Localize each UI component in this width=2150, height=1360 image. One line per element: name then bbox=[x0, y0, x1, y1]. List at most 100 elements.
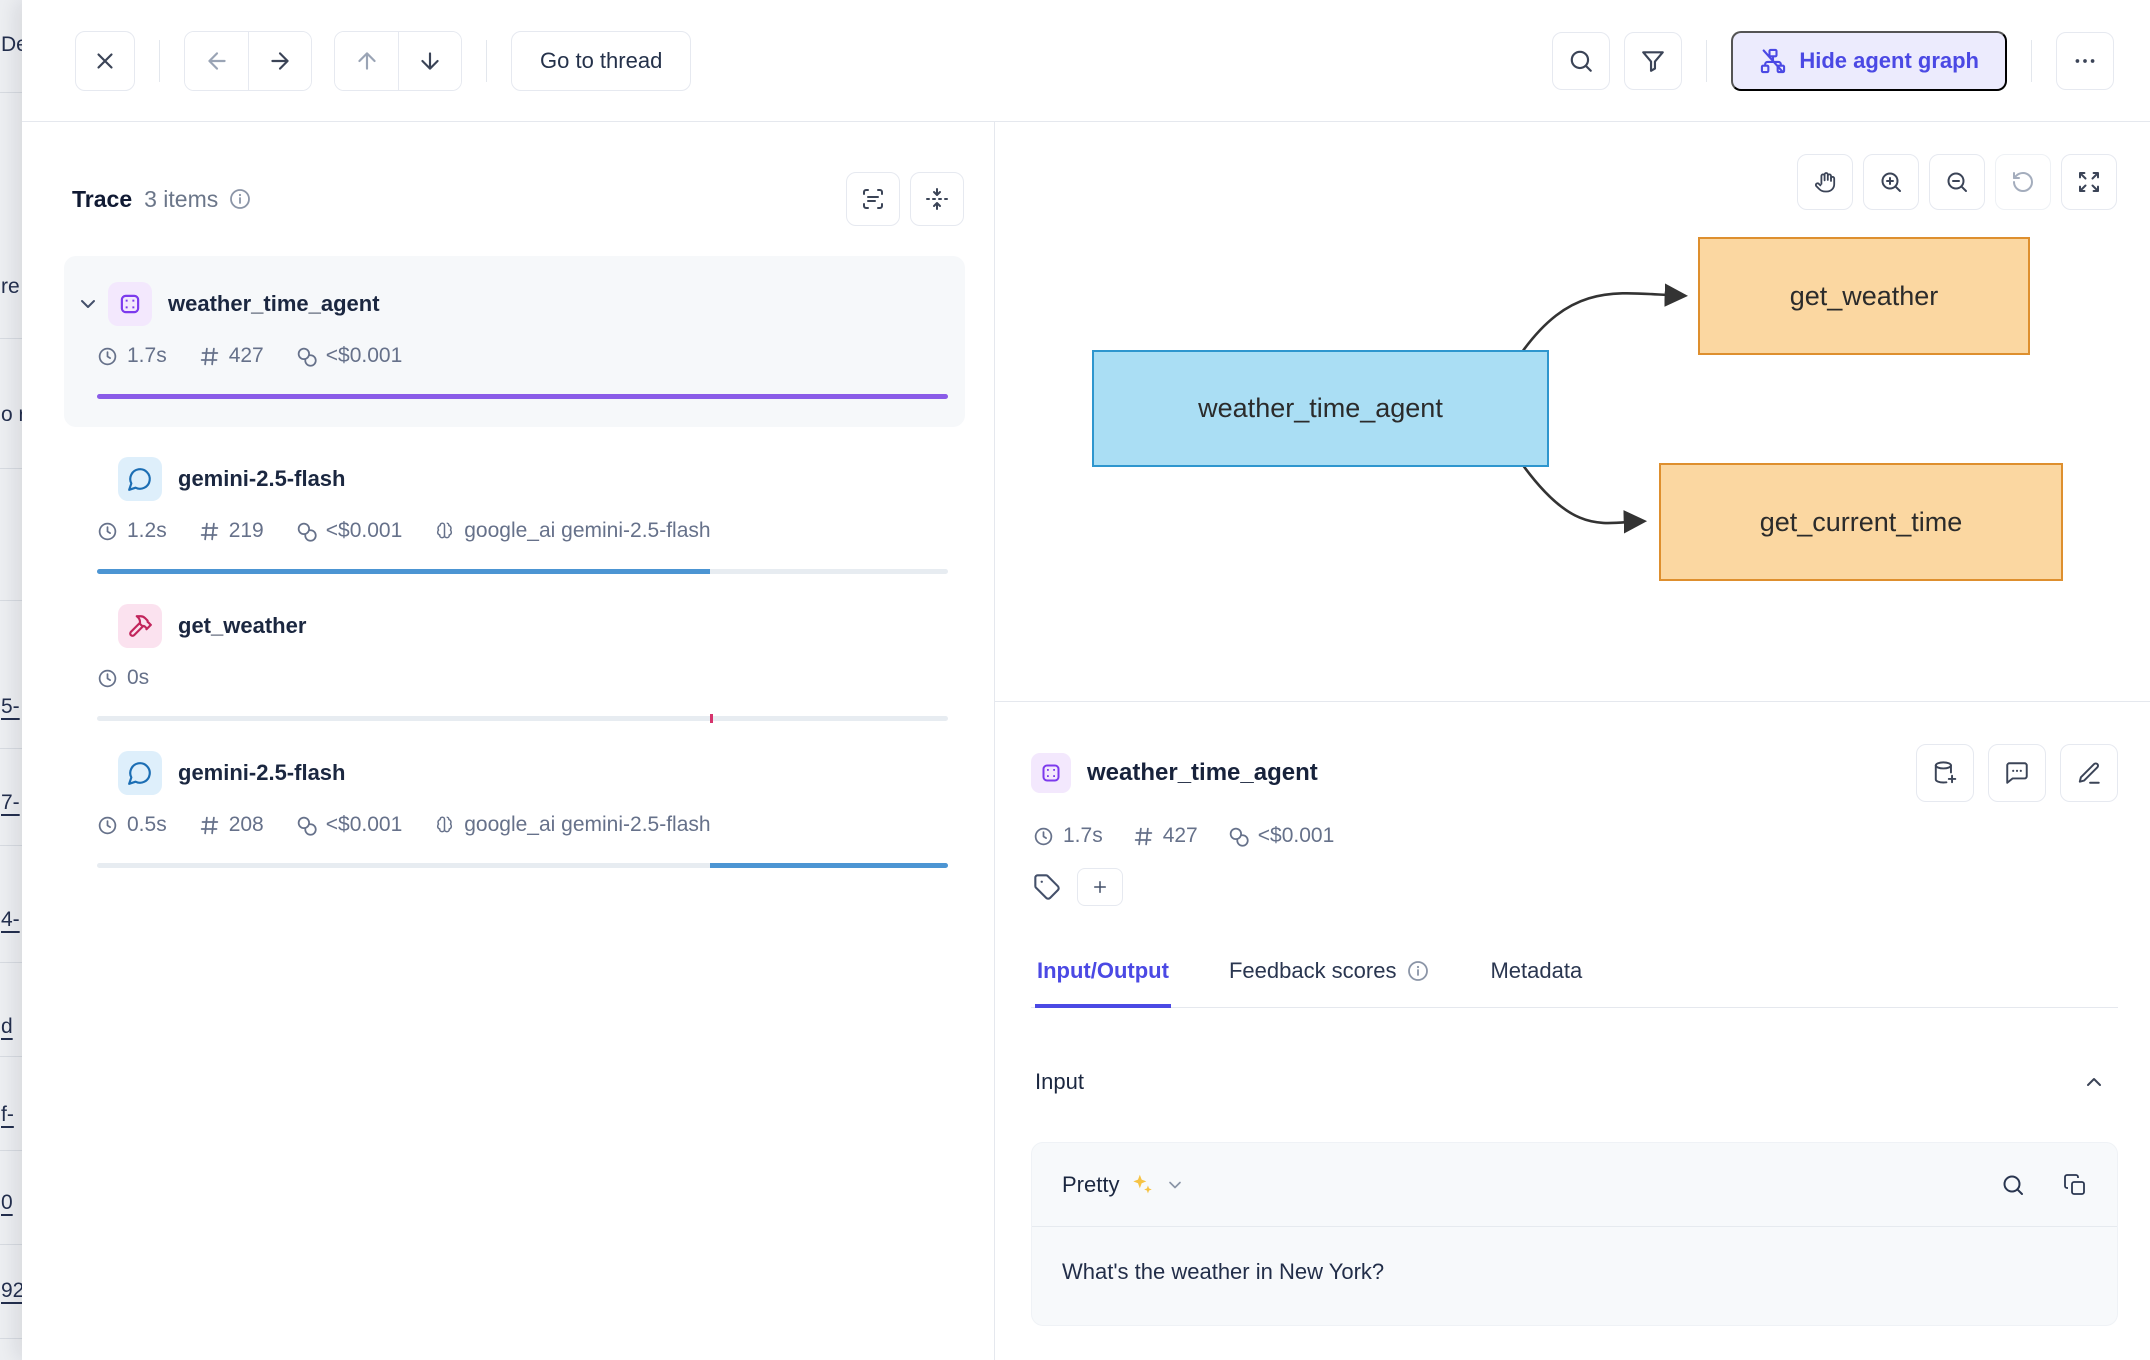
clock-icon bbox=[98, 816, 117, 834]
span-timeline-bar bbox=[97, 394, 948, 399]
zoom-out-button[interactable] bbox=[1929, 154, 1985, 210]
previous-trace-button[interactable] bbox=[185, 31, 248, 90]
node-label: get_current_time bbox=[1759, 506, 1963, 537]
cost-icon bbox=[1229, 827, 1249, 847]
node-label: get_weather bbox=[1789, 280, 1939, 311]
span-name: get_weather bbox=[178, 613, 307, 638]
chevron-down-icon[interactable] bbox=[76, 292, 100, 316]
span-timeline-bar bbox=[97, 714, 948, 723]
tree-span-gemini-flash-1[interactable]: gemini-2.5-flash 1.2s 219 <$0.001 google… bbox=[64, 427, 965, 574]
divider bbox=[2031, 39, 2032, 82]
edge-agent-to-get-current-time bbox=[1522, 464, 1648, 534]
arrow-left-icon bbox=[207, 51, 226, 70]
filter-button[interactable] bbox=[1624, 31, 1683, 90]
add-tag-button[interactable] bbox=[1077, 868, 1123, 906]
divider bbox=[1706, 39, 1708, 82]
view-mode-label: Pretty bbox=[1062, 1171, 1120, 1197]
hand-icon bbox=[1814, 172, 1836, 193]
background-text-fragment: 5- bbox=[1, 695, 20, 718]
drawer-topbar: Go to thread Hide agent graph bbox=[22, 0, 2150, 122]
expand-icon bbox=[2079, 172, 2099, 192]
view-mode-select[interactable]: Pretty bbox=[1062, 1172, 1185, 1198]
agent-graph-canvas[interactable]: weather_time_agent get_weather get_curre… bbox=[995, 122, 2150, 702]
node-label: weather_time_agent bbox=[1198, 393, 1443, 423]
agent-graph-off-icon bbox=[1761, 48, 1786, 73]
add-comment-button[interactable] bbox=[1988, 744, 2046, 802]
reset-view-button[interactable] bbox=[1995, 154, 2051, 210]
pan-tool-button[interactable] bbox=[1797, 154, 1853, 210]
down-span-button[interactable] bbox=[398, 31, 461, 90]
info-icon bbox=[1408, 961, 1429, 981]
copy-icon[interactable] bbox=[2063, 1173, 2087, 1197]
graph-node-get-current-time[interactable]: get_current_time bbox=[1659, 463, 2063, 581]
background-page-sliver: De re o r 5- 7- 4- d f- 0 92 bbox=[0, 0, 25, 1360]
input-section-label: Input bbox=[1035, 1069, 1084, 1094]
next-trace-button[interactable] bbox=[248, 31, 311, 90]
filter-icon bbox=[1642, 50, 1665, 72]
up-down-span-group bbox=[334, 30, 462, 91]
tag-icon bbox=[1034, 874, 1060, 900]
clock-icon bbox=[98, 522, 117, 540]
close-button[interactable] bbox=[75, 30, 135, 91]
search-in-content-icon[interactable] bbox=[2001, 1173, 2025, 1197]
tool-span-icon bbox=[118, 604, 162, 648]
tree-span-get-weather[interactable]: get_weather 0s bbox=[64, 574, 965, 723]
collapse-all-button[interactable] bbox=[910, 172, 964, 226]
background-text-fragment: re bbox=[1, 275, 20, 298]
span-stats: 0s bbox=[97, 666, 965, 690]
zoom-in-button[interactable] bbox=[1863, 154, 1919, 210]
background-text-fragment: 7- bbox=[1, 791, 20, 814]
token-count-icon bbox=[1134, 827, 1152, 845]
arrow-up-icon bbox=[357, 51, 376, 70]
collapse-input-button[interactable] bbox=[2076, 1064, 2112, 1100]
graph-toolbar bbox=[1797, 154, 2117, 210]
tab-feedback-scores[interactable]: Feedback scores bbox=[1227, 958, 1433, 1008]
tree-span-weather-time-agent[interactable]: weather_time_agent 1.7s 427 <$0.001 bbox=[64, 256, 965, 427]
token-count-icon bbox=[200, 816, 218, 834]
llm-span-icon bbox=[118, 457, 162, 501]
clock-icon bbox=[98, 347, 117, 365]
database-plus-icon bbox=[1934, 761, 1957, 784]
pencil-icon bbox=[2078, 762, 2100, 784]
more-actions-button[interactable] bbox=[2056, 31, 2114, 90]
info-icon[interactable] bbox=[228, 187, 252, 211]
toggle-span-details-button[interactable] bbox=[846, 172, 900, 226]
search-icon bbox=[1571, 50, 1593, 72]
background-text-fragment: o r bbox=[1, 403, 25, 426]
background-text-fragment: De bbox=[1, 33, 25, 56]
background-text-fragment: 4- bbox=[1, 908, 20, 931]
span-stats: 1.7s 427 <$0.001 bbox=[97, 344, 965, 368]
tab-metadata[interactable]: Metadata bbox=[1490, 958, 1583, 983]
zoom-in-icon bbox=[1881, 172, 1901, 192]
arrow-right-icon bbox=[271, 51, 289, 70]
span-detail-actions bbox=[1916, 744, 2118, 802]
go-to-thread-button[interactable]: Go to thread bbox=[511, 30, 692, 91]
span-detail-section: weather_time_agent 1.7s 427 <$0.001 bbox=[995, 702, 2150, 1326]
span-detail-stats: 1.7s 427 <$0.001 bbox=[1033, 824, 2118, 848]
agent-span-icon bbox=[108, 282, 152, 326]
sparkles-icon bbox=[1133, 1174, 1153, 1193]
model-provider-icon bbox=[437, 521, 453, 538]
tab-input-output[interactable]: Input/Output bbox=[1035, 958, 1171, 1008]
annotate-button[interactable] bbox=[2060, 744, 2118, 802]
divider bbox=[159, 39, 160, 82]
trace-tree-header: Trace 3 items bbox=[72, 172, 964, 226]
span-detail-title: weather_time_agent bbox=[1087, 759, 1318, 786]
scan-text-icon bbox=[863, 189, 883, 209]
hide-agent-graph-button[interactable]: Hide agent graph bbox=[1731, 30, 2007, 91]
close-icon bbox=[97, 52, 113, 69]
clock-icon bbox=[1034, 827, 1053, 845]
graph-node-weather-time-agent[interactable]: weather_time_agent bbox=[1092, 350, 1549, 467]
background-text-fragment: 0 bbox=[1, 1191, 13, 1214]
add-to-dataset-button[interactable] bbox=[1916, 744, 1974, 802]
fullscreen-graph-button[interactable] bbox=[2061, 154, 2117, 210]
graph-node-get-weather[interactable]: get_weather bbox=[1698, 237, 2030, 355]
detail-tabs: Input/Output Feedback scores Metadata bbox=[1031, 958, 2118, 1008]
arrow-down-icon bbox=[421, 51, 439, 70]
chevron-up-icon bbox=[2087, 1078, 2101, 1086]
input-content: What's the weather in New York? bbox=[1062, 1259, 1385, 1284]
up-span-button[interactable] bbox=[335, 31, 398, 90]
search-button[interactable] bbox=[1552, 31, 1611, 90]
trace-items-count: 3 items bbox=[144, 185, 219, 212]
tree-span-gemini-flash-2[interactable]: gemini-2.5-flash 0.5s 208 <$0.001 google… bbox=[64, 721, 965, 868]
